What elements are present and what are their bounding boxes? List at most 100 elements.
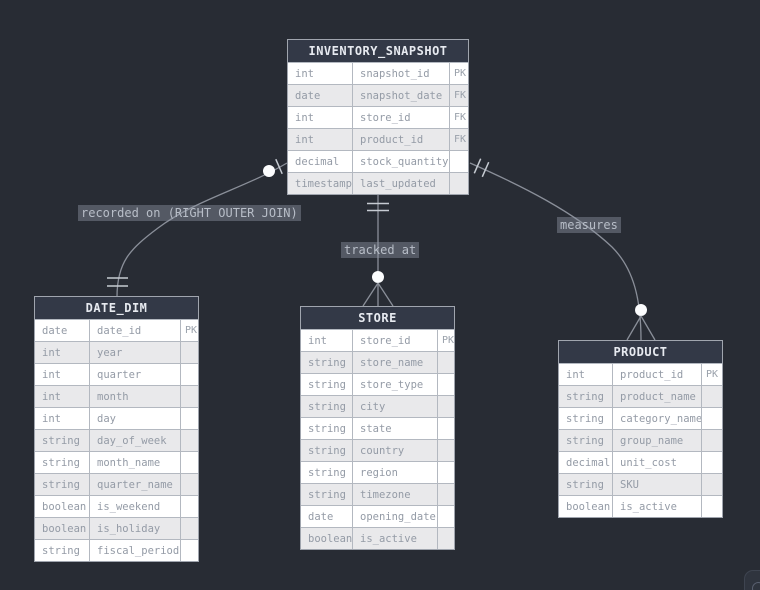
attribute-type: int — [35, 408, 90, 429]
attribute-key — [438, 352, 454, 373]
attribute-key — [181, 342, 198, 363]
attribute-key — [438, 506, 454, 527]
relationship-line — [116, 162, 288, 298]
attribute-type: timestamp — [288, 173, 353, 194]
edge-measures — [469, 158, 656, 341]
attribute-type: string — [559, 386, 613, 407]
cardinality-zero-circle-icon — [263, 165, 275, 177]
attribute-type: date — [301, 506, 353, 527]
circle-badge-icon — [752, 582, 760, 590]
attribute-name: fiscal_period — [90, 540, 181, 561]
attribute-key — [702, 496, 722, 517]
attribute-name: last_updated — [353, 173, 450, 194]
attribute-type: string — [301, 462, 353, 483]
attribute-name: product_id — [613, 364, 702, 385]
attribute-type: int — [35, 386, 90, 407]
relationship-label-tracked-at: tracked at — [341, 242, 420, 258]
attribute-key — [181, 430, 198, 451]
attribute-type: boolean — [35, 518, 90, 539]
attribute-name: quarter_name — [90, 474, 181, 495]
attribute-name: is_holiday — [90, 518, 181, 539]
entity-title: STORE — [301, 307, 454, 329]
attribute-type: int — [301, 330, 353, 351]
attribute-name: state — [353, 418, 438, 439]
corner-badge-button[interactable] — [744, 570, 760, 590]
edge-tracked-at — [362, 194, 394, 307]
attribute-type: string — [35, 430, 90, 451]
attribute-type: string — [301, 374, 353, 395]
attribute-key — [702, 430, 722, 451]
attribute-key — [450, 173, 468, 194]
cardinality-crows-foot-icon — [362, 282, 394, 307]
cardinality-one-bar-icon — [275, 158, 283, 175]
attribute-name: city — [353, 396, 438, 417]
attribute-type: string — [301, 352, 353, 373]
attribute-type: string — [301, 418, 353, 439]
attribute-type: string — [559, 408, 613, 429]
attribute-key — [702, 452, 722, 473]
attribute-key — [181, 386, 198, 407]
cardinality-zero-circle-icon — [635, 304, 647, 316]
edge-recorded-on — [107, 158, 288, 298]
attribute-name: store_name — [353, 352, 438, 373]
attribute-name: is_weekend — [90, 496, 181, 517]
attribute-key — [438, 528, 454, 549]
attribute-key — [181, 540, 198, 561]
attribute-type: int — [288, 107, 353, 128]
attribute-type: int — [288, 129, 353, 150]
relationship-label-recorded-on: recorded on (RIGHT OUTER JOIN) — [78, 205, 301, 221]
attribute-key — [181, 474, 198, 495]
attribute-name: snapshot_date — [353, 85, 450, 106]
entity-title: PRODUCT — [559, 341, 722, 363]
attribute-name: product_name — [613, 386, 702, 407]
attribute-type: int — [559, 364, 613, 385]
attribute-key — [438, 440, 454, 461]
attribute-key: PK — [442, 335, 454, 346]
relationship-label-measures: measures — [557, 217, 621, 233]
attribute-key — [181, 518, 198, 539]
attribute-key: FK — [454, 134, 467, 145]
attribute-key — [181, 364, 198, 385]
attribute-type: boolean — [35, 496, 90, 517]
attribute-type: int — [35, 364, 90, 385]
attribute-name: category_name — [613, 408, 702, 429]
attribute-name: day — [90, 408, 181, 429]
attribute-key — [181, 496, 198, 517]
cardinality-one-bar-icon — [481, 161, 490, 178]
attribute-key — [181, 452, 198, 473]
relationship-line — [469, 162, 642, 341]
attribute-name: country — [353, 440, 438, 461]
attribute-type: decimal — [288, 151, 353, 172]
attribute-type: boolean — [301, 528, 353, 549]
attribute-type: string — [301, 396, 353, 417]
cardinality-zero-circle-icon — [372, 271, 384, 283]
attribute-key — [450, 151, 468, 172]
attribute-key — [181, 408, 198, 429]
entity-title: DATE_DIM — [35, 297, 198, 319]
